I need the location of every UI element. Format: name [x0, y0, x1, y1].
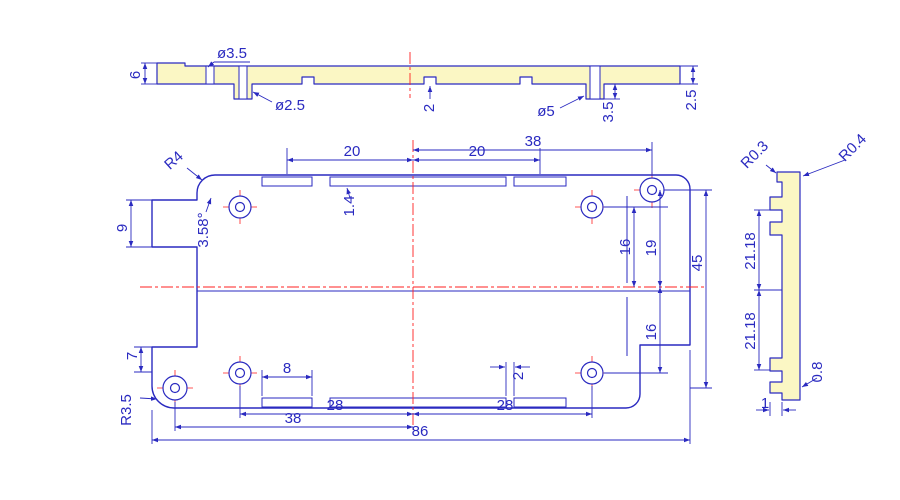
dim-height-6: 6: [127, 71, 144, 79]
top-slot: [261, 176, 313, 187]
dim-width-38-bottom: 38: [285, 410, 302, 427]
section-profile: [156, 62, 681, 100]
dim-thickness-2-5: 2.5: [683, 90, 700, 111]
side-section-view: R0.4 R0.3 21.18 21.18 0.8 1: [738, 131, 870, 416]
left-foot-hole-section: [238, 65, 248, 100]
top-slot: [329, 176, 507, 187]
dim-slot-2: 2: [510, 372, 527, 380]
bottom-slot: [261, 397, 313, 408]
dim-radius-r4: R4: [161, 148, 187, 173]
dim-dia-5: ø5: [537, 103, 555, 120]
dim-slot-8: 8: [283, 360, 291, 377]
leader-line: [252, 91, 273, 103]
dim-radius-r0-4: R0.4: [836, 131, 870, 165]
dim-height-21-18-upper: 21.18: [742, 232, 759, 270]
dim-width-28-right: 28: [497, 397, 514, 414]
dim-width-38-top: 38: [525, 133, 542, 150]
dim-angle-3-58: 3.58°: [195, 212, 212, 247]
dim-width-20-left: 20: [344, 143, 361, 160]
front-view: 20 20 38 1.4 16 19 16 45 9 3.58° R4 7 R3: [114, 133, 712, 444]
mounting-hole: [223, 356, 257, 390]
plate-outline: [151, 174, 691, 409]
dim-height-19: 19: [643, 240, 660, 257]
leader-line: [801, 377, 818, 388]
dim-height-7: 7: [124, 352, 141, 360]
leader-line: [205, 197, 212, 213]
leader-line: [802, 159, 846, 177]
dim-thickness-2: 2: [421, 104, 438, 112]
counterbore-hole-section: [205, 65, 215, 85]
leader-line: [186, 167, 203, 181]
bottom-slot: [329, 397, 507, 408]
dim-height-16-lower: 16: [643, 324, 660, 341]
dim-width-86: 86: [412, 423, 429, 440]
right-foot-hole-section: [589, 65, 601, 100]
dim-width-28-left: 28: [327, 397, 344, 414]
leader-line: [346, 187, 351, 199]
mounting-hole: [575, 190, 609, 224]
mounting-hole: [223, 190, 257, 224]
dim-width-20-right: 20: [469, 143, 486, 160]
dim-slot-1-4: 1.4: [341, 196, 358, 217]
top-section-view: ø3.5 6 ø2.5 2 ø5 3.5 2.5: [127, 45, 700, 122]
dim-height-45: 45: [689, 255, 706, 272]
leader-line: [207, 61, 215, 68]
leader-line: [139, 396, 158, 401]
dim-height-16-upper: 16: [617, 239, 634, 256]
side-profile: [769, 171, 801, 401]
mounting-hole: [575, 356, 609, 390]
dim-radius-r0-3: R0.3: [738, 138, 772, 172]
dim-width-1: 1: [761, 395, 769, 412]
dim-radius-r3-5: R3.5: [118, 394, 135, 426]
dim-dia-3-5: ø3.5: [217, 45, 247, 62]
dim-thickness-0-8: 0.8: [809, 362, 826, 383]
dim-depth-3-5: 3.5: [600, 102, 617, 123]
leader-line: [765, 164, 777, 174]
top-slot: [513, 176, 567, 187]
bottom-slot: [513, 397, 567, 408]
corner-ear-hole: [157, 370, 193, 406]
leader-line: [559, 95, 585, 109]
dim-height-9: 9: [114, 224, 131, 232]
dim-dia-2-5: ø2.5: [275, 97, 305, 114]
dim-height-21-18-lower: 21.18: [742, 312, 759, 350]
